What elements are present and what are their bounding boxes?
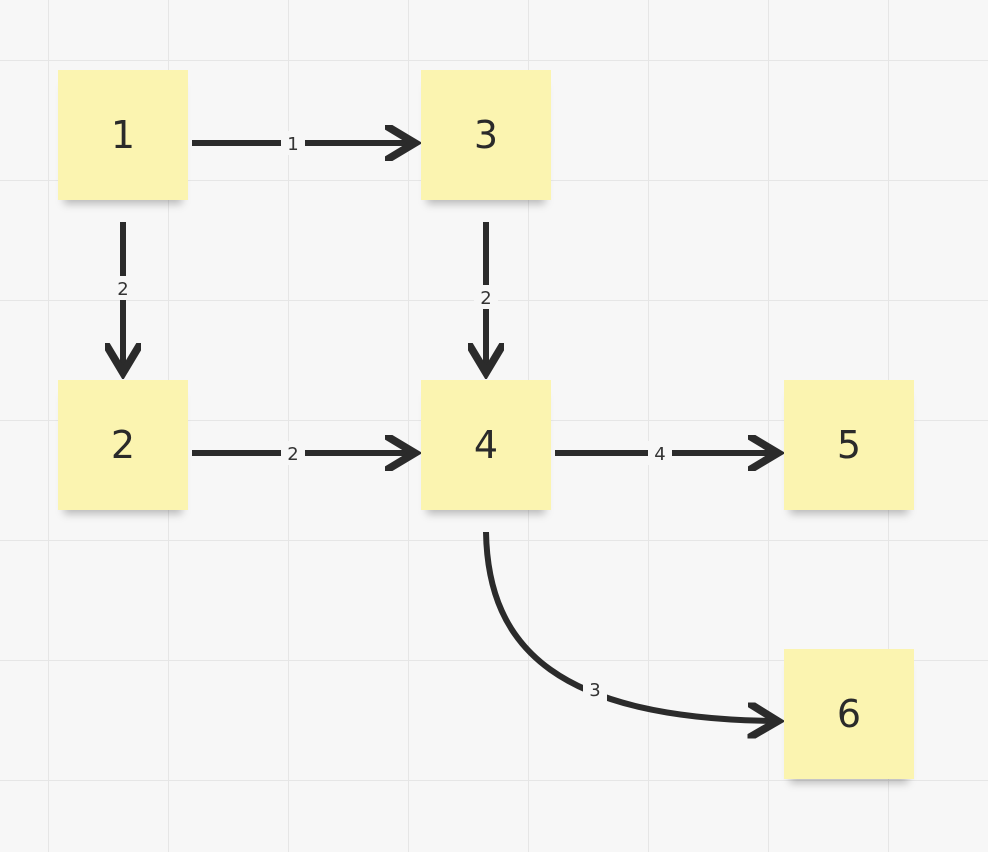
edge-1-3-weight: 1	[287, 134, 298, 155]
sticky-note-5-label: 5	[836, 423, 862, 467]
edge-3-4-weight-bg	[474, 285, 498, 309]
edge-4-5-weight-bg	[648, 441, 672, 465]
edge-4-6-line[interactable]	[483, 531, 773, 721]
edge-3-4[interactable]: 2	[474, 222, 498, 368]
edge-4-6[interactable]: 3	[483, 531, 773, 721]
sticky-note-5[interactable]: 5	[784, 380, 914, 510]
sticky-note-1[interactable]: 1	[58, 70, 188, 200]
edge-2-4[interactable]: 2	[192, 441, 410, 465]
edge-1-3-weight-bg	[281, 131, 305, 155]
edge-3-4-weight: 2	[480, 288, 491, 309]
edge-4-5[interactable]: 4	[555, 441, 773, 465]
edge-1-3[interactable]: 1	[192, 131, 410, 155]
sticky-note-3[interactable]: 3	[421, 70, 551, 200]
edge-4-5-weight: 4	[654, 444, 665, 465]
sticky-note-6-label: 6	[836, 692, 862, 736]
sticky-note-3-label: 3	[473, 113, 499, 157]
edge-2-4-weight-bg	[281, 441, 305, 465]
sticky-note-2-label: 2	[110, 423, 136, 467]
edge-4-6-weight-bg	[583, 677, 607, 701]
edge-1-2[interactable]: 2	[111, 222, 135, 368]
edge-1-2-weight-bg	[111, 276, 135, 300]
sticky-note-1-label: 1	[110, 113, 136, 157]
sticky-note-4-label: 4	[473, 423, 499, 467]
sticky-note-4[interactable]: 4	[421, 380, 551, 510]
edge-1-2-weight: 2	[117, 279, 128, 300]
edge-2-4-weight: 2	[287, 444, 298, 465]
sticky-note-2[interactable]: 2	[58, 380, 188, 510]
sticky-note-6[interactable]: 6	[784, 649, 914, 779]
edge-4-6-weight: 3	[589, 680, 600, 701]
